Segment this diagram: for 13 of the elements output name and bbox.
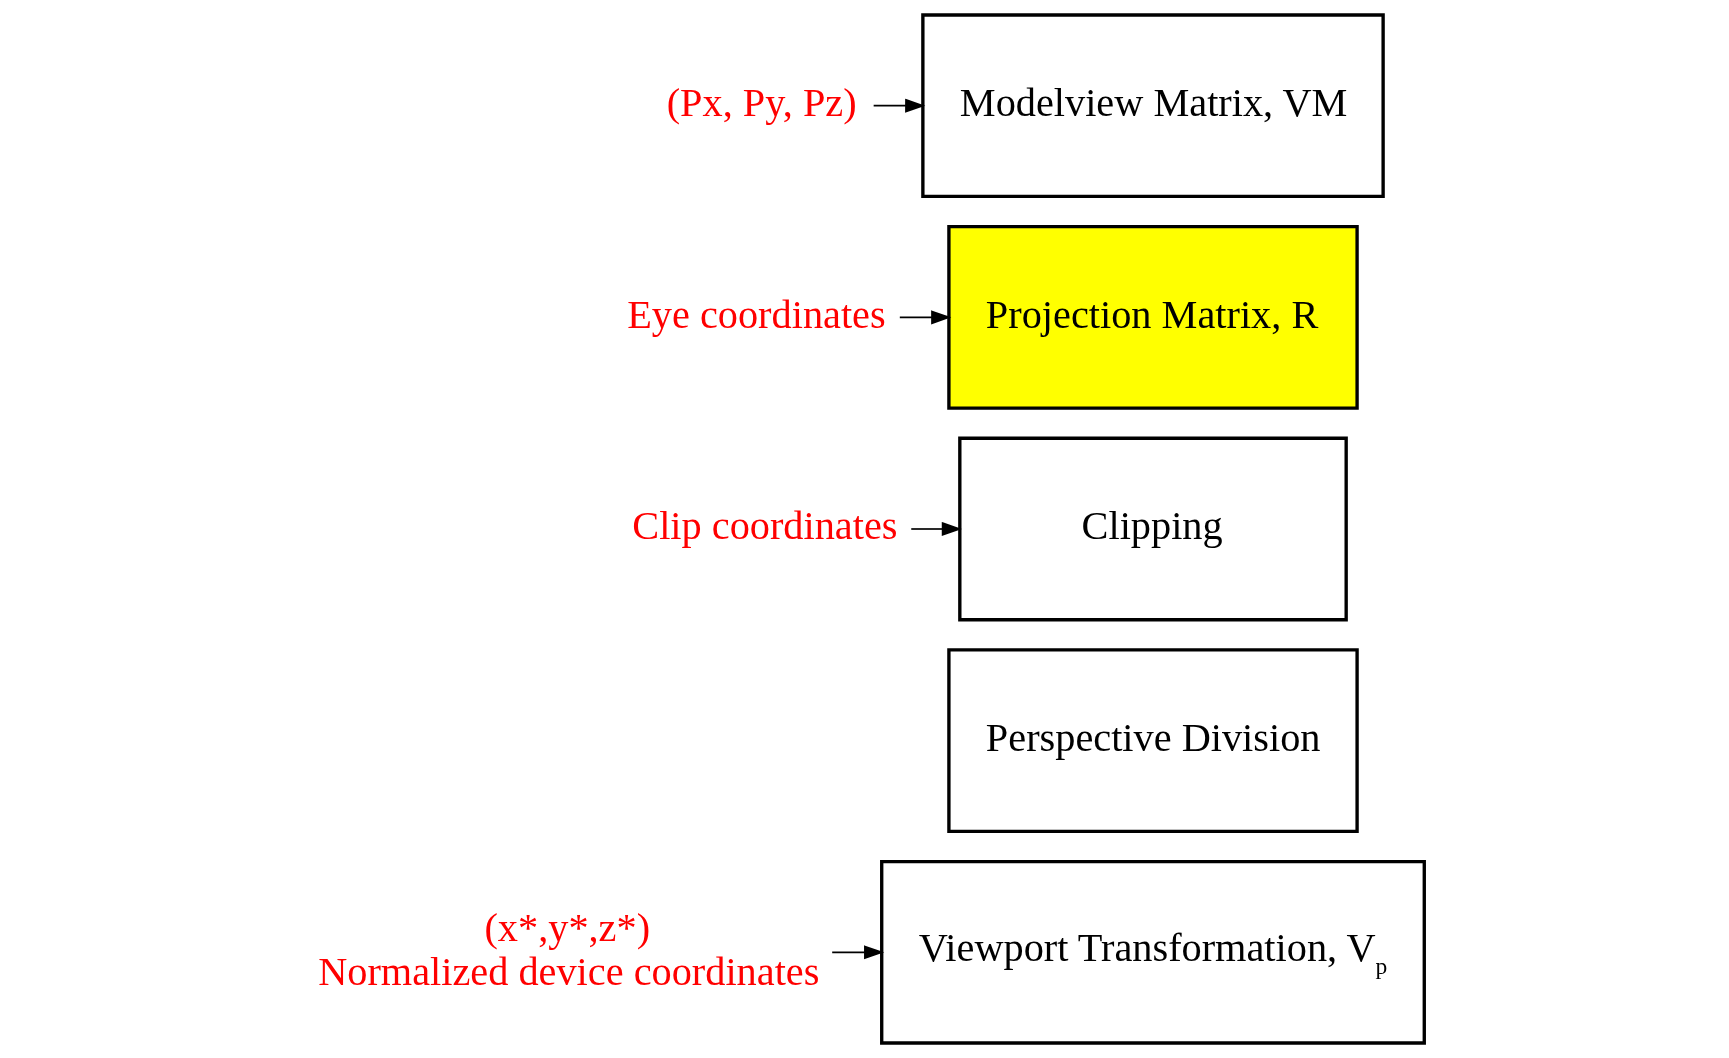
arrow (910, 521, 962, 537)
node-box: Perspective Division (947, 648, 1359, 834)
node-box: Modelview Matrix, VM (921, 13, 1385, 199)
node-text: Clip coordinates (632, 503, 898, 549)
node-text: (Px, Py, Pz) (666, 80, 857, 126)
arrow (898, 310, 952, 325)
arrow (831, 945, 885, 960)
node-text: Eye coordinates (627, 291, 886, 337)
node-box: Viewport Transformation, V$_{p}$ (880, 859, 1426, 1045)
arrow (872, 98, 926, 113)
node-box: Clipping (958, 436, 1348, 622)
node-box: Projection Matrix, R (947, 224, 1359, 410)
node-text: (x*,y*,z*) Normalized device coordinates (318, 904, 820, 994)
